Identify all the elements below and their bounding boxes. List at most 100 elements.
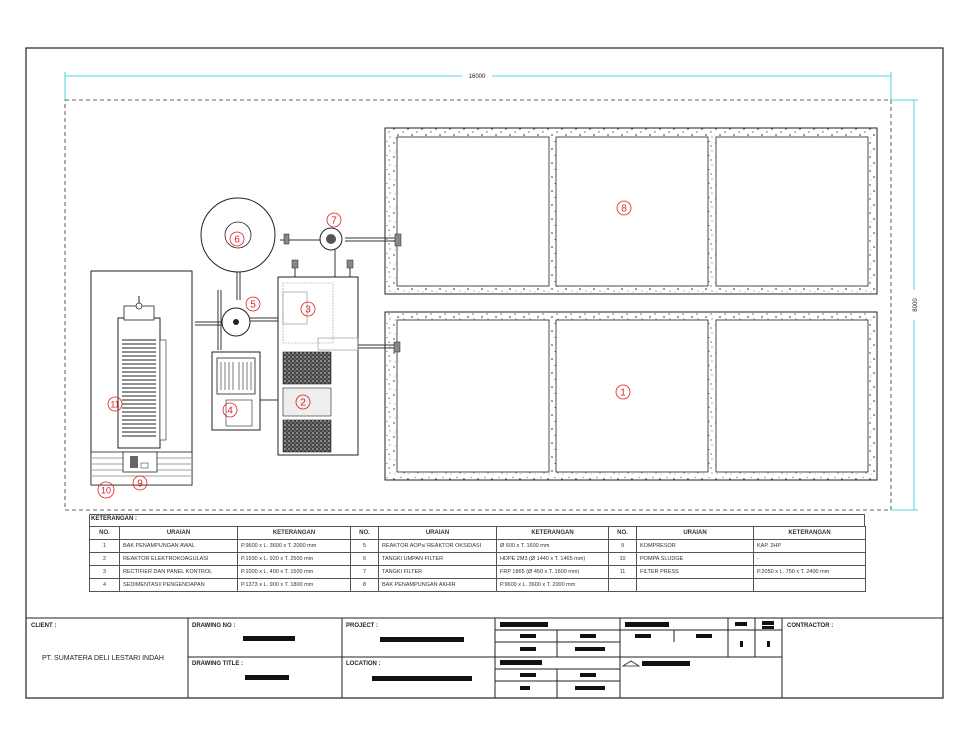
legend-cell: 1 [89, 539, 120, 553]
site-boundary [64, 99, 892, 511]
legend-cell: - [753, 552, 866, 566]
redacted-field [696, 634, 712, 638]
table-row: 4 SEDIMENTASI/ PENGENDAPAN P.1373 x L. 9… [89, 578, 866, 592]
legend-cell: KOMPRESOR [636, 539, 754, 553]
table-row: 3 RECTIFIER DAN PANEL KONTROL P.1000 x L… [89, 565, 866, 579]
legend-cell: P.1000 x L. 400 x T. 1500 mm [237, 565, 351, 579]
redacted-field [740, 641, 743, 647]
redacted-field [580, 673, 596, 677]
svg-text:11: 11 [110, 400, 119, 410]
legend-cell: REAKTOR ELEKTROKOAGULASI [119, 552, 238, 566]
redacted-project [380, 637, 464, 642]
legend-header: KETERANGAN [753, 526, 866, 540]
marker-4: 4 [222, 402, 238, 418]
client-label: CLIENT : [31, 623, 57, 629]
process-skid [277, 276, 359, 456]
width-dimension-label: 16000 [469, 74, 486, 80]
redacted-drawing-no [243, 636, 295, 641]
svg-text:9: 9 [137, 479, 143, 490]
legend-cell: SEDIMENTASI/ PENGENDAPAN [119, 578, 238, 592]
redacted-location [372, 676, 472, 681]
redacted-field [762, 621, 774, 625]
legend-cell: POMPA SLUDGE [636, 552, 754, 566]
contractor-label: CONTRACTOR : [787, 623, 834, 629]
svg-text:3: 3 [305, 305, 311, 316]
svg-text:2: 2 [300, 398, 306, 409]
legend-cell: 9 [608, 539, 637, 553]
filter-feed-tank [200, 197, 276, 273]
marker-5: 5 [245, 296, 261, 312]
svg-text:1: 1 [620, 388, 626, 399]
aop-reactor [221, 307, 251, 337]
redacted-field [575, 686, 605, 690]
final-holding-tank [384, 127, 878, 295]
redacted-field [500, 622, 548, 627]
legend-cell [608, 578, 637, 592]
legend-title-bar [89, 514, 865, 526]
title-block-frame [187, 618, 783, 698]
redacted-field [520, 634, 536, 638]
legend-cell [636, 578, 754, 592]
sheet-border [25, 47, 944, 699]
legend-cell: 6 [350, 552, 379, 566]
legend-cell: 2 [89, 552, 120, 566]
marker-9: 9 [132, 475, 148, 491]
width-dimension: 16000 [64, 71, 892, 100]
marker-8: 8 [616, 200, 632, 216]
legend-cell: BAK PENAMPUNGAN AWAL [119, 539, 238, 553]
svg-text:10: 10 [101, 486, 111, 496]
drawing-title-label: DRAWING TITLE : [192, 661, 243, 667]
legend-cell: P.2050 x L. 750 x T. 2400 mm [753, 565, 866, 579]
redacted-field [625, 622, 669, 627]
legend-cell: 11 [608, 565, 637, 579]
legend-header: URAIAN [636, 526, 754, 540]
legend-cell: Ø 600 x T. 1600 mm [496, 539, 609, 553]
legend-header: URAIAN [119, 526, 238, 540]
legend-cell: BAK PENAMPUNGAN AKHIR [378, 578, 497, 592]
filter-tank [319, 227, 343, 251]
legend-cell: REAKTOR AOPs/ REAKTOR OKSIDASI [378, 539, 497, 553]
svg-text:7: 7 [331, 216, 337, 227]
redacted-field [575, 647, 605, 651]
legend-header-row: NO. URAIAN KETERANGAN NO. URAIAN KETERAN… [89, 526, 866, 540]
legend-cell: 4 [89, 578, 120, 592]
legend-cell: P.9600 x L. 3600 x T. 2000 mm [237, 539, 351, 553]
legend-header: NO. [350, 526, 379, 540]
legend-cell: FILTER PRESS [636, 565, 754, 579]
legend-cell: 3 [89, 565, 120, 579]
legend-header: KETERANGAN [496, 526, 609, 540]
table-row: 1 BAK PENAMPUNGAN AWAL P.9600 x L. 3600 … [89, 539, 866, 553]
location-label: LOCATION : [346, 661, 381, 667]
marker-6: 6 [229, 231, 245, 247]
compressor [122, 451, 158, 473]
legend-cell: P.1930 x L. 920 x T. 2500 mm [237, 552, 351, 566]
legend-cell: HDPE 2M3 (Ø 1440 x T. 1465 mm) [496, 552, 609, 566]
project-label: PROJECT : [346, 623, 379, 629]
legend-cell: RECTIFIER DAN PANEL KONTROL [119, 565, 238, 579]
svg-text:5: 5 [250, 300, 256, 311]
height-dimension-label: 8000 [913, 298, 919, 312]
legend-cell [753, 578, 866, 592]
legend-cell: 5 [350, 539, 379, 553]
filter-press [90, 270, 193, 486]
marker-2: 2 [295, 394, 311, 410]
legend-cell: 7 [350, 565, 379, 579]
redacted-field [580, 634, 596, 638]
legend-cell: 10 [608, 552, 637, 566]
legend-header: NO. [89, 526, 120, 540]
svg-text:6: 6 [234, 235, 240, 246]
redacted-field [520, 673, 536, 677]
legend-title: KETERANGAN : [91, 516, 137, 522]
legend-cell: P.1373 x L. 900 x T. 1800 mm [237, 578, 351, 592]
marker-10: 10 [97, 481, 115, 499]
svg-text:8: 8 [621, 204, 627, 215]
drawing-no-label: DRAWING NO : [192, 623, 236, 629]
redacted-field [500, 660, 542, 665]
legend-cell: KAP. 2HP [753, 539, 866, 553]
legend-table: NO. URAIAN KETERANGAN NO. URAIAN KETERAN… [89, 526, 866, 592]
redacted-field [767, 641, 770, 647]
redacted-field [635, 634, 651, 638]
legend-cell: P.9600 x L. 3600 x T. 2000 mm [496, 578, 609, 592]
redacted-field [735, 622, 747, 626]
